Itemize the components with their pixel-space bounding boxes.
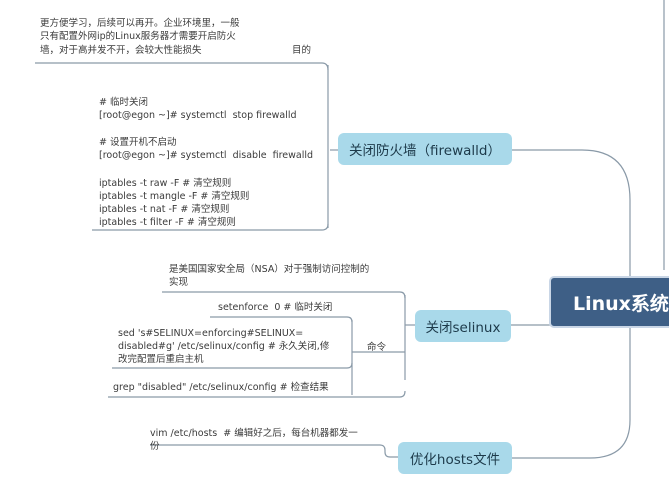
- firewall-node[interactable]: 关闭防火墙（firewalld）: [338, 133, 512, 165]
- selinux-sed-line-3: 改完配置后重启主机: [118, 354, 204, 365]
- selinux-command-label: 命令: [367, 342, 387, 353]
- firewall-purpose-label: 目的: [292, 45, 312, 56]
- firewall-cmd-4: # 设置开机不启动: [99, 137, 177, 148]
- firewall-purpose-line-1: 更方便学习，后续可以再开。企业环境里，一般: [40, 18, 240, 29]
- firewall-cmd-8: iptables -t mangle -F # 清空规则: [99, 191, 250, 202]
- root-node[interactable]: Linux系统: [549, 276, 669, 328]
- hosts-node[interactable]: 优化hosts文件: [398, 442, 512, 474]
- firewall-purpose-line-2: 只有配置外网ip的Linux服务器才需要开启防火: [40, 31, 236, 42]
- selinux-desc-line-1: 是美国国家安全局（NSA）对于强制访问控制的: [169, 264, 370, 275]
- firewall-cmd-1: # 临时关闭: [99, 97, 148, 108]
- selinux-setenforce: setenforce 0 # 临时关闭: [218, 302, 333, 313]
- firewall-cmd-9: iptables -t nat -F # 清空规则: [99, 204, 230, 215]
- firewall-cmd-5: [root@egon ~]# systemctl disable firewal…: [99, 150, 314, 161]
- hosts-note-line-2: 份: [150, 441, 160, 452]
- firewall-cmd-10: iptables -t filter -F # 清空规则: [99, 217, 236, 228]
- selinux-sed-line-1: sed 's#SELINUX=enforcing#SELINUX=: [118, 328, 304, 339]
- firewall-purpose-line-3: 墙，对于高并发不开，会较大性能损失: [40, 45, 202, 56]
- selinux-grep: grep "disabled" /etc/selinux/config # 检查…: [113, 382, 329, 393]
- firewall-cmd-7: iptables -t raw -F # 清空规则: [99, 178, 232, 189]
- selinux-sed-line-2: disabled#g' /etc/selinux/config # 永久关闭,修: [118, 341, 330, 352]
- selinux-desc-line-2: 实现: [169, 277, 189, 288]
- selinux-node[interactable]: 关闭selinux: [415, 310, 511, 342]
- hosts-note-line-1: vim /etc/hosts # 编辑好之后，每台机器都发一: [150, 428, 358, 439]
- firewall-cmd-2: [root@egon ~]# systemctl stop firewalld: [99, 110, 297, 121]
- root-node-label: Linux系统: [573, 292, 669, 315]
